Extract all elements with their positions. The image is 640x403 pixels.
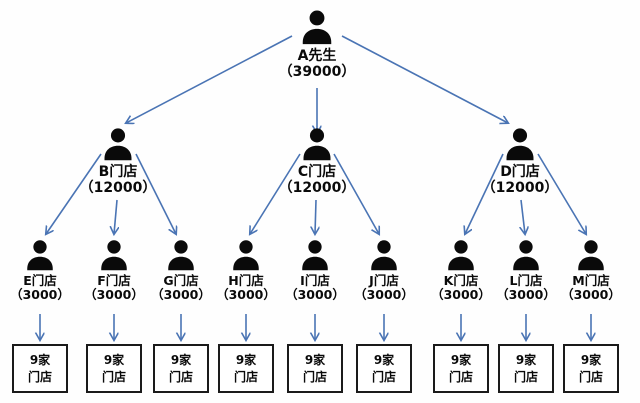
node-label: L门店 — [509, 273, 543, 288]
leaf-label-line1: 9家 — [373, 353, 395, 368]
leaf-label-line2: 门店 — [27, 369, 52, 384]
person-icon — [578, 240, 604, 271]
node-m: M门店 （3000） — [543, 238, 639, 303]
node-value: （3000） — [496, 287, 556, 303]
node-value: （12000） — [278, 180, 356, 197]
leaf-box: 9家 门店 — [433, 344, 489, 393]
node-label: D门店 — [500, 164, 540, 180]
leaf-box: 9家 门店 — [218, 344, 274, 393]
leaf-label-line1: 9家 — [103, 353, 125, 368]
node-label: M门店 — [572, 273, 610, 288]
person-icon — [506, 128, 534, 161]
node-value: （12000） — [79, 180, 157, 197]
leaf-box: 9家 门店 — [153, 344, 209, 393]
node-value: （3000） — [354, 287, 414, 303]
node-label: K门店 — [443, 273, 479, 288]
node-g: G门店 （3000） — [133, 238, 229, 303]
node-c: C门店 （12000） — [269, 126, 365, 196]
node-h: H门店 （3000） — [198, 238, 294, 303]
leaf-box: 9家 门店 — [86, 344, 142, 393]
node-i: I门店 （3000） — [267, 238, 363, 303]
node-label: E门店 — [23, 273, 57, 288]
node-k: K门店 （3000） — [413, 238, 509, 303]
leaf-label-line1: 9家 — [170, 353, 192, 368]
person-icon — [101, 240, 127, 271]
node-label: F门店 — [97, 273, 131, 288]
leaf-label-line2: 门店 — [233, 369, 258, 384]
node-value: （12000） — [481, 180, 559, 197]
node-value: （3000） — [285, 287, 345, 303]
node-value: （3000） — [151, 287, 211, 303]
node-label: G门店 — [163, 273, 199, 288]
leaf-label-line2: 门店 — [168, 369, 193, 384]
leaf-label-line2: 门店 — [101, 369, 126, 384]
node-value: （3000） — [10, 287, 70, 303]
person-icon — [448, 240, 474, 271]
leaf-label-line1: 9家 — [515, 353, 537, 368]
leaf-label-line2: 门店 — [578, 369, 603, 384]
node-value: （3000） — [431, 287, 491, 303]
person-icon — [303, 128, 331, 161]
leaf-label-line1: 9家 — [580, 353, 602, 368]
person-icon — [104, 128, 132, 161]
leaf-label-line1: 9家 — [450, 353, 472, 368]
node-label: J门店 — [369, 273, 399, 288]
node-label: H门店 — [228, 273, 264, 288]
node-value: （3000） — [561, 287, 621, 303]
leaf-box: 9家 门店 — [563, 344, 619, 393]
node-d: D门店 （12000） — [472, 126, 568, 196]
leaf-box: 9家 门店 — [356, 344, 412, 393]
node-value: （39000） — [278, 64, 356, 81]
leaf-label-line1: 9家 — [304, 353, 326, 368]
person-icon — [27, 240, 53, 271]
node-e: E门店 （3000） — [0, 238, 88, 303]
node-l: L门店 （3000） — [478, 238, 574, 303]
leaf-box: 9家 门店 — [498, 344, 554, 393]
leaf-label-line2: 门店 — [448, 369, 473, 384]
leaf-box: 9家 门店 — [12, 344, 68, 393]
person-icon — [168, 240, 194, 271]
node-value: （3000） — [216, 287, 276, 303]
node-label: B门店 — [98, 164, 138, 180]
person-icon — [513, 240, 539, 271]
node-f: F门店 （3000） — [66, 238, 162, 303]
leaf-label-line1: 9家 — [29, 353, 51, 368]
node-b: B门店 （12000） — [70, 126, 166, 196]
person-icon — [302, 240, 328, 271]
node-label: I门店 — [300, 273, 330, 288]
leaf-box: 9家 门店 — [287, 344, 343, 393]
node-j: J门店 （3000） — [336, 238, 432, 303]
node-value: （3000） — [84, 287, 144, 303]
person-icon — [302, 10, 332, 45]
person-icon — [233, 240, 259, 271]
node-label: C门店 — [297, 164, 337, 180]
node-label: A先生 — [297, 48, 337, 64]
leaf-label-line2: 门店 — [302, 369, 327, 384]
node-root: A先生 （39000） — [269, 8, 365, 80]
person-icon — [371, 240, 397, 271]
leaf-label-line2: 门店 — [513, 369, 538, 384]
leaf-label-line2: 门店 — [371, 369, 396, 384]
leaf-label-line1: 9家 — [235, 353, 257, 368]
